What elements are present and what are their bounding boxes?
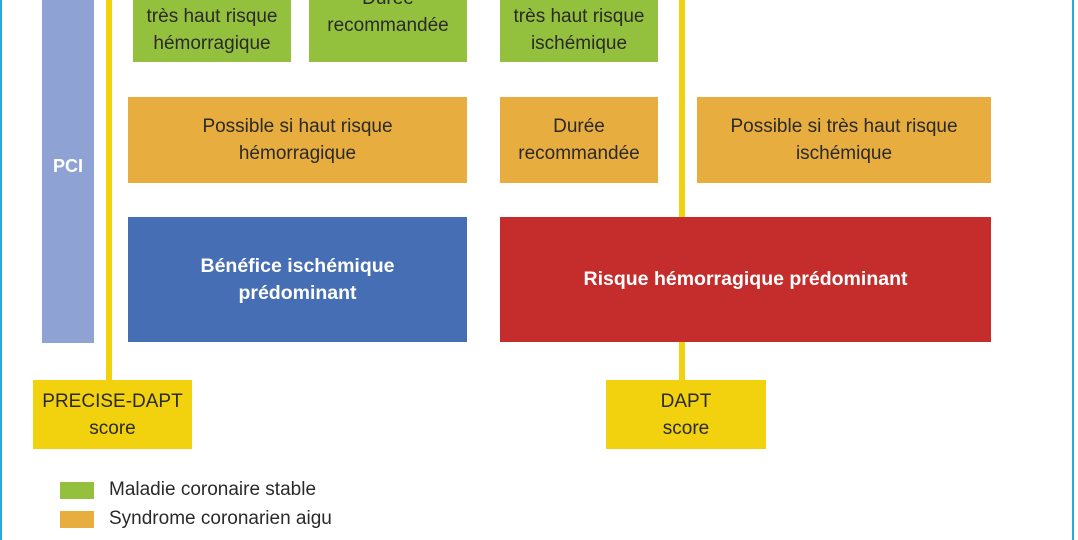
bleeding-risk-label: Risque hémorragique prédominant	[583, 268, 908, 290]
dapt-score-label: DAPT score	[660, 390, 712, 439]
dapt-lower-connector-line	[679, 342, 685, 382]
ischemic-benefit-label: Bénéfice ischémique prédominant	[200, 254, 395, 304]
green-box-recommended: Durée recommandée	[309, 0, 467, 62]
green-box-ischemic: Possible si très haut risque ischémique	[500, 0, 658, 62]
legend-label-stable: Maladie coronaire stable	[109, 479, 317, 500]
ischemic-benefit-box: Bénéfice ischémique prédominant	[128, 217, 467, 342]
legend-swatch-green	[60, 481, 94, 499]
legend-label-acute: Syndrome coronarien aigu	[109, 508, 332, 529]
dapt-upper-connector-line	[679, 0, 685, 218]
precise-dapt-score-box: PRECISE-DAPT score	[33, 380, 192, 449]
green-box-ischemic-label: Possible si très haut risque ischémique	[513, 5, 645, 54]
bleeding-risk-box: Risque hémorragique prédominant	[500, 217, 991, 342]
orange-box-ischemic: Possible si très haut risque ischémique	[697, 97, 991, 183]
orange-box-recommended-label: Durée recommandée	[518, 116, 640, 164]
legend-item-acute: Syndrome coronarien aigu	[60, 508, 332, 530]
precise-dapt-connector-line	[106, 0, 112, 382]
green-box-bleeding: Possible si très haut risque hémorragiqu…	[133, 0, 291, 62]
legend-swatch-orange	[60, 510, 94, 528]
green-box-recommended-label: Durée recommandée	[327, 0, 449, 36]
orange-box-ischemic-label: Possible si très haut risque ischémique	[730, 116, 958, 164]
orange-box-recommended: Durée recommandée	[500, 97, 658, 183]
orange-box-bleeding: Possible si haut risque hémorragique	[128, 97, 467, 183]
precise-dapt-score-label: PRECISE-DAPT score	[42, 390, 183, 439]
green-box-bleeding-label: Possible si très haut risque hémorragiqu…	[146, 5, 278, 54]
legend-item-stable: Maladie coronaire stable	[60, 479, 316, 501]
pci-bar: PCI	[42, 0, 94, 343]
dapt-score-box: DAPT score	[606, 380, 766, 449]
orange-box-bleeding-label: Possible si haut risque hémorragique	[202, 116, 393, 164]
pci-label: PCI	[52, 156, 83, 176]
